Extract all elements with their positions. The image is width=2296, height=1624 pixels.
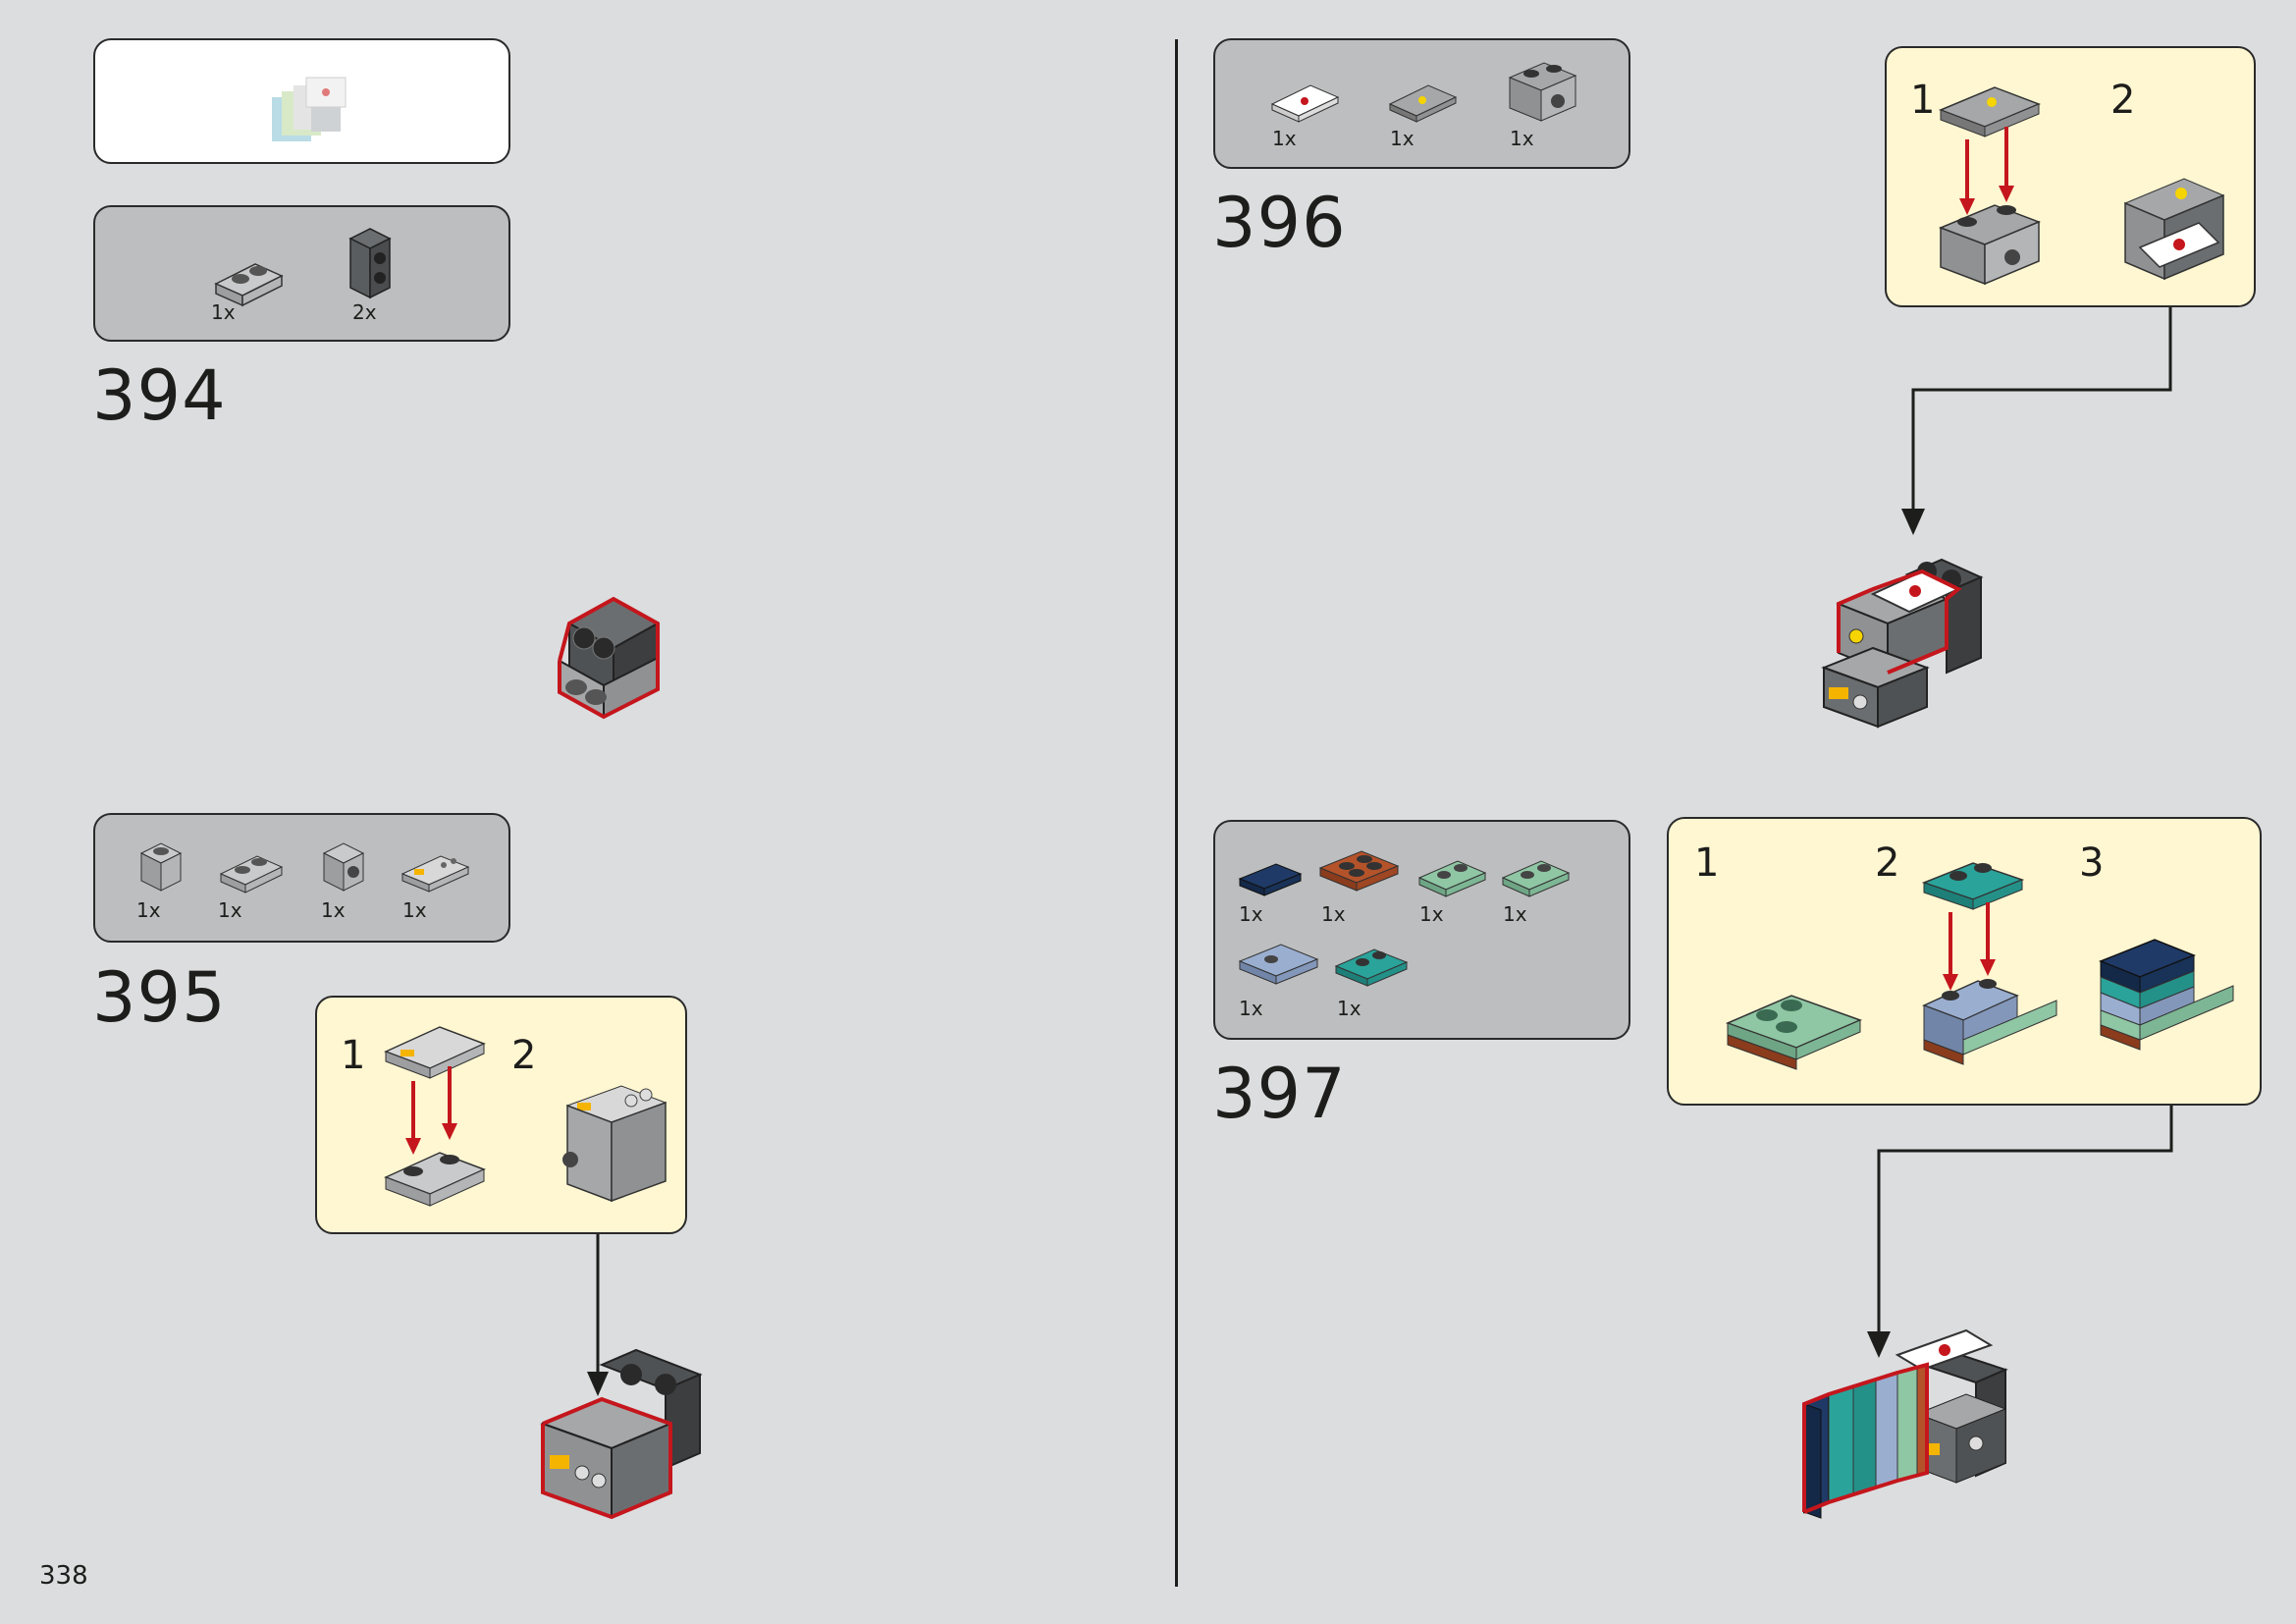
- substep-number: 1: [1694, 840, 1720, 886]
- part-plate-teal: [1334, 948, 1409, 987]
- part-qty: 1x: [218, 898, 242, 922]
- part-bracket-dark-gray: [348, 228, 392, 299]
- part-plate-sand-green-2: [1501, 860, 1571, 897]
- substep-3-assembly: [2098, 939, 2234, 1051]
- substep-callout-396: 1 2: [1885, 46, 2256, 307]
- part-qty: 1x: [1510, 127, 1534, 150]
- step-number: 395: [92, 957, 227, 1038]
- part-qty: 1x: [1390, 127, 1415, 150]
- step-396-connector: [1901, 307, 2172, 535]
- part-qty: 1x: [1503, 902, 1527, 926]
- substep-2-assembly: [562, 1085, 667, 1203]
- part-qty: 1x: [1239, 997, 1263, 1020]
- page-divider: [1175, 39, 1178, 1587]
- parts-list-394: 1x 2x: [93, 205, 510, 342]
- parts-list-396: 1x 1x 1x: [1213, 38, 1630, 169]
- part-tile-envelope: [1270, 84, 1340, 123]
- part-qty: 1x: [321, 898, 346, 922]
- substep-callout-395: 1 2: [315, 996, 687, 1234]
- substep-number: 1: [341, 1033, 366, 1078]
- substep-number: 2: [511, 1033, 537, 1078]
- substep-1-assembly: [1938, 86, 2042, 286]
- part-plate-sand-green: [1417, 860, 1487, 897]
- step-394-model: [558, 596, 661, 720]
- step-number: 394: [92, 355, 227, 436]
- part-qty: 1x: [1321, 902, 1346, 926]
- page-number: 338: [39, 1561, 88, 1591]
- part-plate-2x2-reddish-brown: [1318, 850, 1400, 892]
- part-qty: 1x: [402, 898, 427, 922]
- substep-number: 3: [2079, 840, 2105, 886]
- part-qty: 1x: [1239, 902, 1263, 926]
- parts-list-395: 1x 1x 1x 1x: [93, 813, 510, 943]
- substep-2-assembly: [2123, 178, 2225, 281]
- part-qty: 2x: [352, 300, 377, 324]
- part-qty: 1x: [136, 898, 161, 922]
- part-brick-1x2-stud-side: [1508, 62, 1577, 122]
- part-tile-dark-blue: [1238, 863, 1303, 896]
- part-brick-1x1-gray: [139, 842, 183, 892]
- step-number: 396: [1212, 183, 1347, 263]
- substep-1-assembly: [384, 1026, 486, 1207]
- part-plate-bright-light-blue: [1238, 944, 1319, 985]
- parts-list-397: 1x 1x 1x 1x 1x 1x: [1213, 820, 1630, 1040]
- part-plate-1x2-gray: [214, 263, 284, 307]
- step-395-model: [540, 1348, 703, 1520]
- model-preview-image: [272, 77, 347, 141]
- step-395-connector: [587, 1234, 609, 1396]
- substep-number: 2: [2110, 78, 2136, 123]
- part-qty: 1x: [211, 300, 236, 324]
- step-number: 397: [1212, 1054, 1347, 1134]
- part-plate-1x2-gray: [219, 855, 284, 893]
- part-tile-printed-radio: [1388, 84, 1458, 123]
- substep-callout-397: 1 2 3: [1667, 817, 2262, 1106]
- part-qty: 1x: [1272, 127, 1297, 150]
- step-397-model: [1802, 1328, 2008, 1519]
- part-qty: 1x: [1337, 997, 1362, 1020]
- model-preview-box: [93, 38, 510, 164]
- substep-number: 2: [1875, 840, 1900, 886]
- part-qty: 1x: [1419, 902, 1444, 926]
- substep-2-assembly: [1921, 862, 2057, 1065]
- step-396-model: [1821, 558, 1984, 729]
- step-397-connector: [1867, 1106, 2173, 1358]
- substep-1-assembly: [1725, 995, 1863, 1070]
- part-brick-1x1-stud-side: [322, 842, 365, 892]
- substep-number: 1: [1910, 78, 1936, 123]
- part-tile-printed-panel: [400, 855, 470, 893]
